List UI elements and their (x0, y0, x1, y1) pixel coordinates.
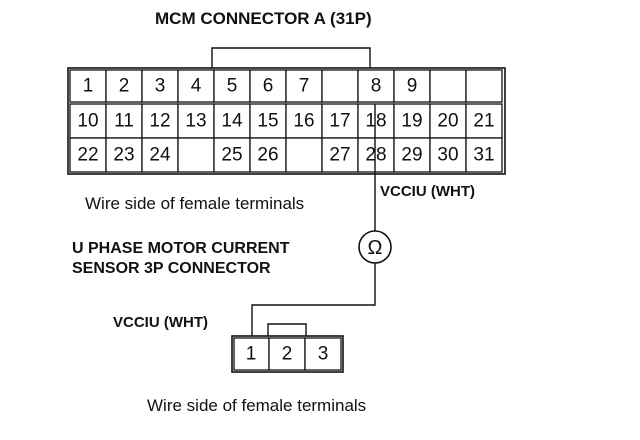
mcm-terminal-label: 19 (401, 111, 422, 132)
mcm-terminal-label: 12 (149, 111, 170, 132)
mcm-terminal-cell (105, 137, 143, 173)
sensor-terminal-label: 3 (318, 344, 329, 365)
sensor-3p-connector: 1 2 3 (231, 323, 344, 373)
mcm-terminal-cell (429, 137, 467, 173)
mcm-terminal-cell (357, 137, 395, 173)
mcm-terminal-cell (465, 137, 503, 173)
mcm-terminal-cell (213, 69, 251, 103)
mcm-terminal-label: 31 (473, 145, 494, 166)
mcm-terminal-cell (285, 137, 323, 173)
mcm-terminal-label: 25 (221, 145, 242, 166)
mcm-terminal-cell (393, 137, 431, 173)
sensor-terminal-cell (304, 337, 342, 371)
mcm-locking-tab (211, 47, 371, 68)
mcm-terminal-label: 27 (329, 145, 350, 166)
mcm-terminal-label: 20 (437, 111, 458, 132)
sensor-wire-side-label: Wire side of female terminals (147, 396, 366, 415)
mcm-terminal-cell (105, 69, 143, 103)
mcm-terminal-cell (69, 69, 107, 103)
mcm-terminal-cell (105, 103, 143, 139)
mcm-terminal-cell (357, 69, 395, 103)
mcm-terminal-cell (69, 137, 107, 173)
mcm-terminal-label: 5 (227, 76, 238, 97)
mcm-terminal-label: 26 (257, 145, 278, 166)
mcm-terminal-cell (249, 137, 287, 173)
sensor-connector-body (231, 335, 344, 373)
mcm-terminal-label: 17 (329, 111, 350, 132)
mcm-terminal-cell (285, 69, 323, 103)
mcm-terminal-label: 21 (473, 111, 494, 132)
mcm-wire-side-label: Wire side of female terminals (85, 194, 304, 213)
sensor-terminal-cell (268, 337, 306, 371)
ohmmeter: Ω (358, 230, 392, 264)
mcm-terminal-label: 29 (401, 145, 422, 166)
ohm-symbol: Ω (368, 237, 383, 259)
mcm-row-1: 1 2 3 4 5 6 7 8 9 (69, 69, 503, 103)
mcm-terminal-label: 10 (77, 111, 98, 132)
mcm-terminal-cell (321, 69, 359, 103)
probe-wire-sensor (251, 263, 376, 336)
mcm-terminal-cell (321, 137, 359, 173)
mcm-terminal-cell (285, 103, 323, 139)
sensor-title-line-2: SENSOR 3P CONNECTOR (72, 260, 271, 277)
mcm-terminal-label: 16 (293, 111, 314, 132)
mcm-connector-body (67, 67, 506, 175)
mcm-terminal-label: 24 (149, 145, 171, 166)
vcciu-bottom-wire-label: VCCIU (WHT) (113, 314, 208, 331)
mcm-row-2: 10 11 12 13 14 15 16 17 18 19 20 21 (69, 103, 503, 139)
sensor-terminal-label: 2 (282, 344, 293, 365)
mcm-terminal-cell (177, 69, 215, 103)
mcm-terminal-cell (465, 69, 503, 103)
mcm-terminal-label: 22 (77, 145, 98, 166)
mcm-terminal-label: 9 (407, 76, 418, 97)
mcm-terminal-label: 6 (263, 76, 274, 97)
sensor-terminal-label: 1 (246, 344, 257, 365)
vcciu-top-wire-label: VCCIU (WHT) (380, 183, 475, 200)
mcm-terminal-label: 3 (155, 76, 166, 97)
mcm-terminal-label: 15 (257, 111, 278, 132)
mcm-connector-title: MCM CONNECTOR A (31P) (155, 9, 372, 28)
mcm-terminal-cell (141, 103, 179, 139)
mcm-terminal-cell (321, 103, 359, 139)
mcm-terminal-label: 18 (365, 111, 386, 132)
mcm-terminal-label: 7 (299, 76, 310, 97)
mcm-terminal-cell (249, 69, 287, 103)
mcm-terminal-label: 28 (365, 145, 386, 166)
mcm-terminal-cell (393, 69, 431, 103)
mcm-row-3: 22 23 24 25 26 27 28 29 30 31 (69, 137, 503, 173)
mcm-terminal-cell (177, 137, 215, 173)
sensor-locking-tab (267, 323, 307, 336)
mcm-terminal-cell (429, 103, 467, 139)
sensor-terminal-cell (233, 337, 270, 371)
mcm-terminal-cell (429, 69, 467, 103)
mcm-terminal-label: 14 (221, 111, 243, 132)
mcm-terminal-label: 2 (119, 76, 130, 97)
mcm-terminal-label: 11 (114, 111, 134, 132)
mcm-terminal-label: 8 (371, 76, 382, 97)
mcm-terminal-label: 30 (437, 145, 458, 166)
mcm-terminal-label: 1 (83, 76, 94, 97)
mcm-terminal-label: 23 (113, 145, 134, 166)
mcm-terminal-label: 4 (191, 76, 202, 97)
sensor-title-line-1: U PHASE MOTOR CURRENT (72, 240, 290, 257)
mcm-terminal-label: 13 (185, 111, 206, 132)
